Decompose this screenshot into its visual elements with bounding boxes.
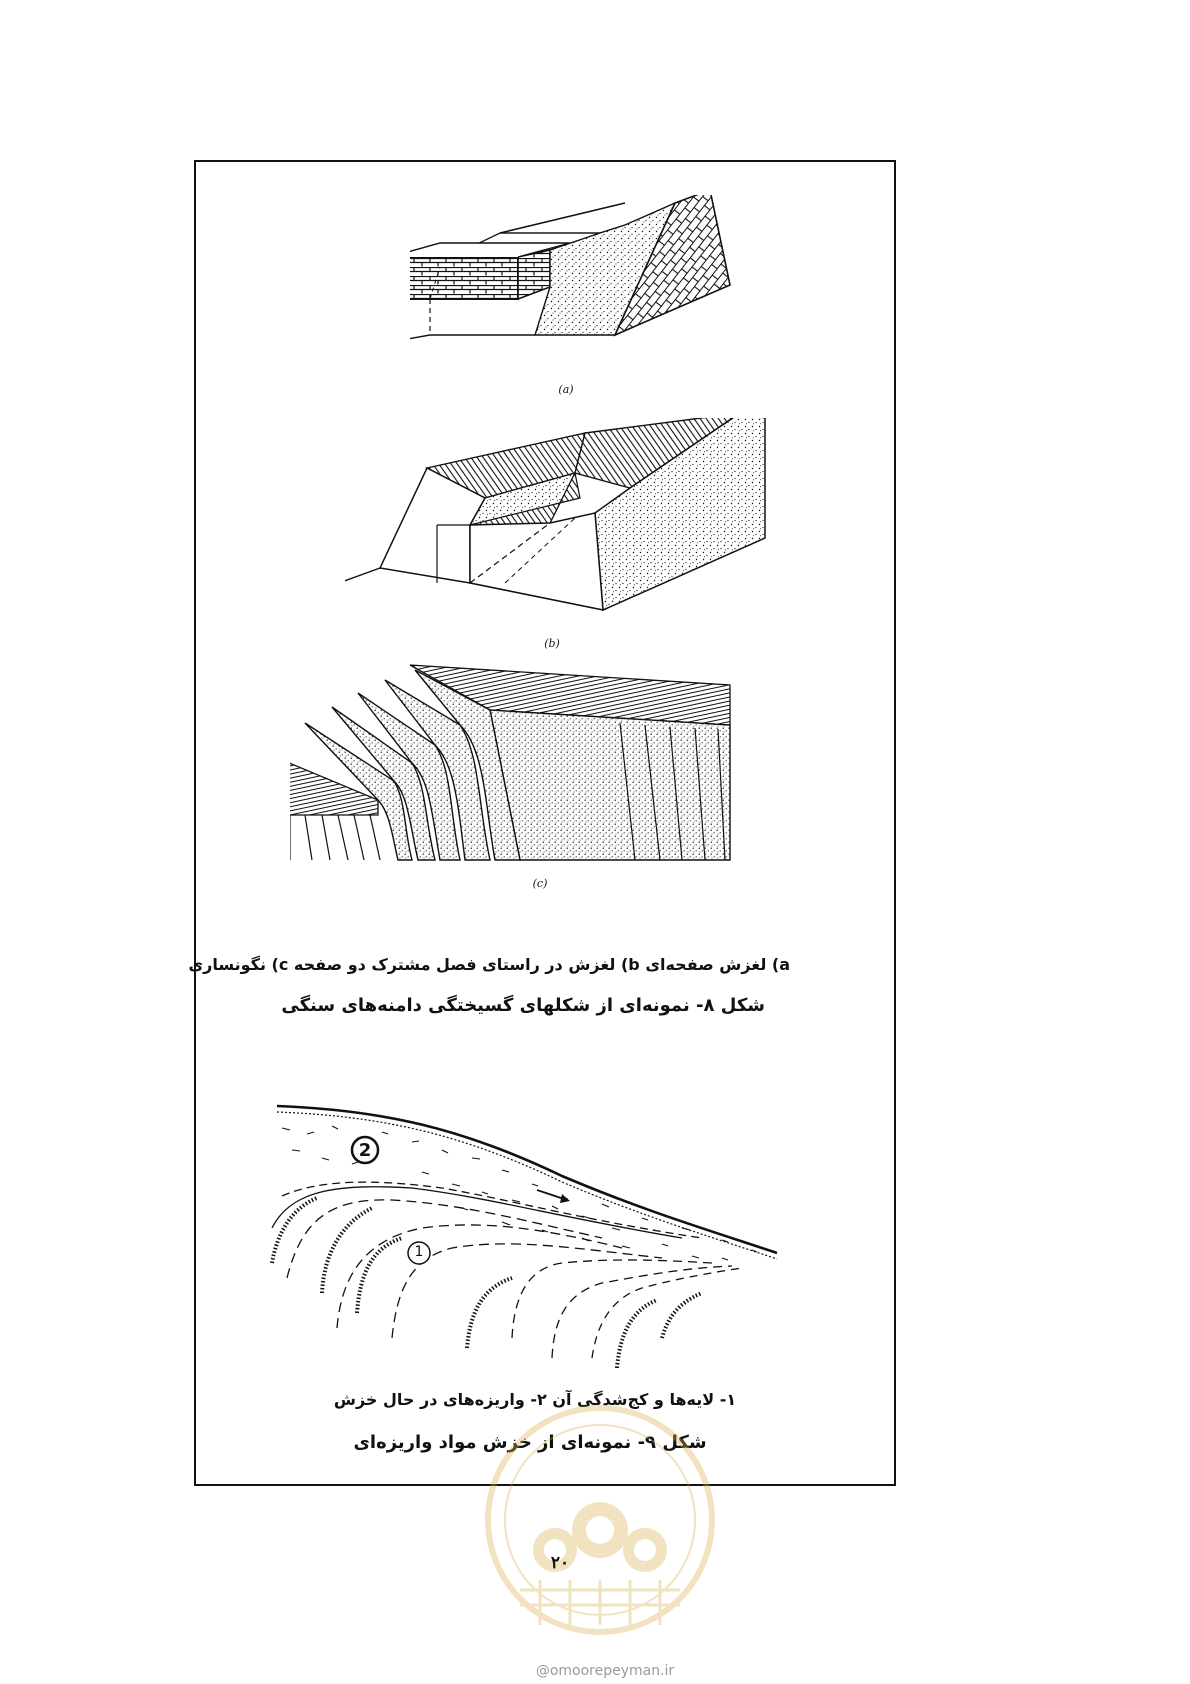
figure9-marker-1: 1 [414, 1244, 424, 1260]
figure8-panel-a-label: (a) [558, 383, 574, 396]
figure8-panel-c-label: (c) [532, 877, 548, 890]
figure8-subcaption: a) لغزش صفحه‌ای b) لغزش در راستای فصل مش… [188, 955, 790, 974]
figure9-subcaption: ۱- لایه‌ها و کج‌شدگی آن ۲- واریزه‌های در… [333, 1390, 737, 1409]
figure8-title: شکل ۸- نمونه‌ای از شکلهای گسیختگی دامنه‌… [281, 995, 765, 1016]
watermark-site-text: @omoorepeyman.ir [535, 1663, 675, 1679]
watermark-logo-icon [485, 1405, 715, 1635]
figure9-title: شکل ۹- نمونه‌ای از خزش مواد واریزه‌ای [353, 1432, 707, 1453]
figure9-drawing [270, 1104, 778, 1368]
figure8-panel-a-drawing [410, 195, 731, 340]
page-frame [194, 160, 896, 1486]
figure9-marker-2: 2 [358, 1140, 372, 1161]
figure8-panel-b-label: (b) [544, 637, 560, 650]
figure8-panel-b-drawing [345, 418, 766, 612]
page-number: ۲۰ [550, 1553, 570, 1573]
figure8-panel-c-drawing [290, 664, 731, 861]
